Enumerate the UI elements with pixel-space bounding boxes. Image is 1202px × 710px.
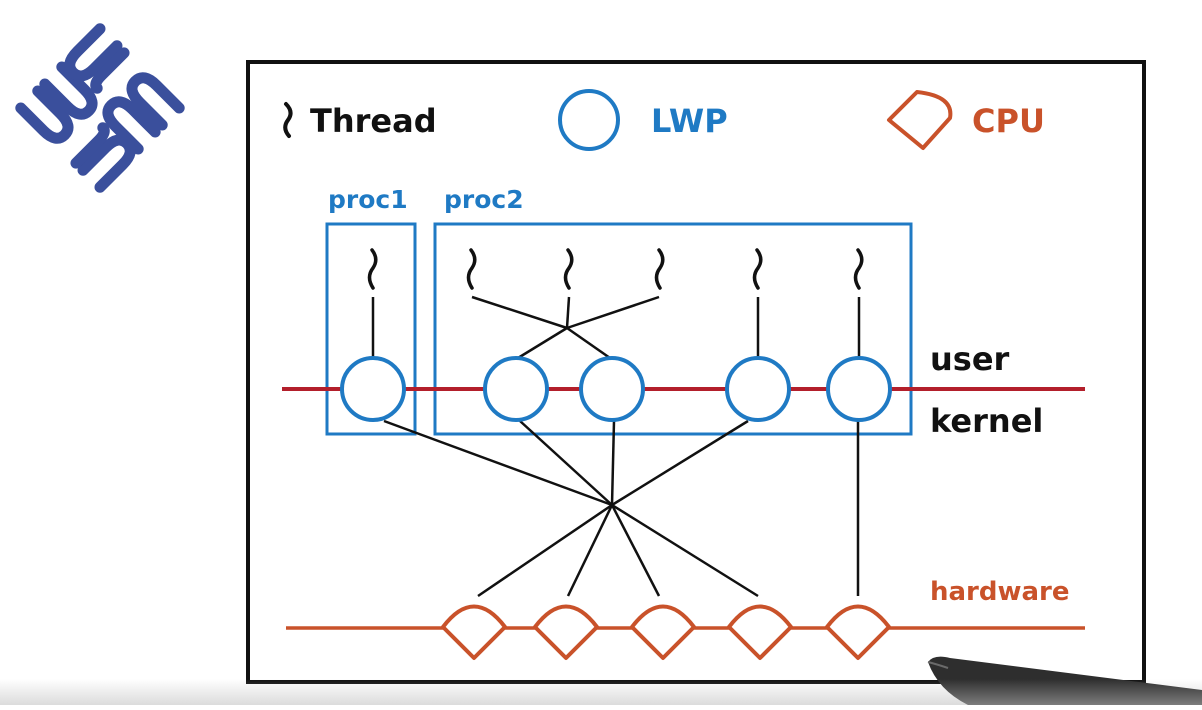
thread-lwp-links: [371, 295, 861, 360]
cpu-icon: [441, 604, 507, 660]
kernel-layer-label: kernel: [930, 402, 1043, 440]
hardware-layer-label: hardware: [930, 577, 1070, 607]
legend-cpu-icon: [887, 90, 953, 150]
legend-lwp-icon: [558, 89, 620, 151]
legend-cpu-label: CPU: [972, 102, 1045, 140]
cpu-icon: [825, 604, 891, 660]
cpu-icon: [630, 604, 696, 660]
legend-lwp-label: LWP: [651, 102, 728, 140]
thread-icon: [853, 248, 864, 290]
lwp-icon: [725, 356, 791, 422]
lwp-icon: [483, 356, 549, 422]
legend-thread-label: Thread: [310, 102, 437, 140]
cpus: [441, 604, 891, 660]
thread-icon: [654, 248, 665, 290]
cpu-icon: [727, 604, 793, 660]
thread-icon: [752, 248, 763, 290]
proc1-box: [325, 222, 417, 436]
cpu-icon: [533, 604, 599, 660]
legend: Thread LWP CPU: [283, 89, 1045, 151]
proc2-label: proc2: [444, 185, 524, 214]
lwp-icon: [826, 356, 892, 422]
lwp-cpu-links: [383, 419, 860, 598]
user-layer-label: user: [930, 340, 1010, 378]
thread-icon: [367, 248, 378, 290]
lwp-icon: [340, 356, 406, 422]
proc1-label: proc1: [328, 185, 408, 214]
threads: [367, 248, 864, 290]
lwps: [340, 356, 892, 422]
thread-icon: [563, 248, 574, 290]
proc2-box: [433, 222, 913, 436]
sun-logo-icon: [15, 23, 185, 193]
legend-thread-icon: [283, 102, 293, 138]
thread-icon: [466, 248, 477, 290]
lwp-icon: [579, 356, 645, 422]
